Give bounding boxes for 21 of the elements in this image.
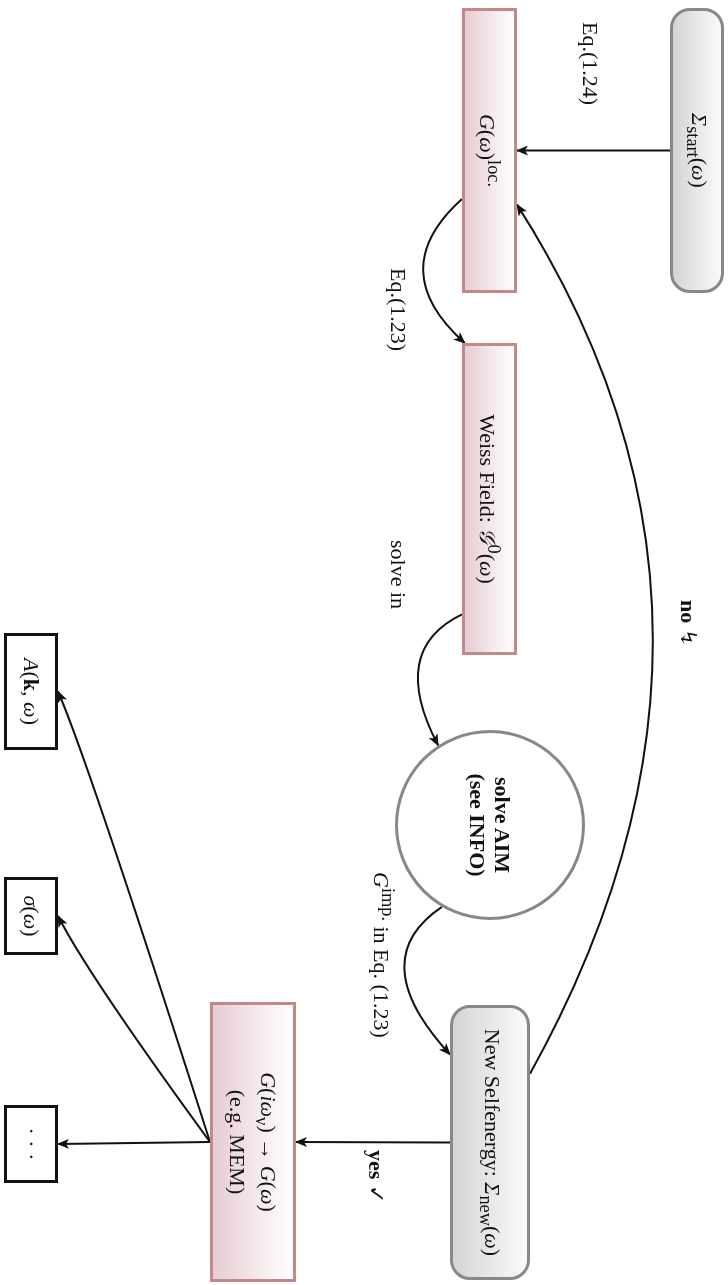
process-box	[210, 1002, 296, 1282]
output-box	[4, 1105, 58, 1183]
node-text: σ(ω)	[18, 894, 44, 939]
process-box	[462, 8, 517, 293]
arrow	[57, 1138, 211, 1149]
rounded-box	[450, 1005, 530, 1280]
arrow	[403, 905, 451, 1056]
node-text: A(k, ω)	[18, 656, 44, 727]
arrow	[295, 1137, 451, 1148]
process-box	[462, 343, 517, 655]
rounded-box	[670, 8, 724, 293]
arrow	[516, 145, 671, 156]
output-box	[4, 633, 58, 750]
output-box	[4, 877, 58, 955]
node-text: · · ·	[18, 1126, 44, 1163]
arrow	[516, 203, 654, 1075]
node-text: (e.g. MEM)	[225, 1088, 251, 1197]
node-text: solve AIM (see INFO)	[464, 772, 516, 879]
arrow	[422, 197, 466, 344]
arrow	[416, 613, 463, 747]
arrow	[57, 915, 211, 1143]
